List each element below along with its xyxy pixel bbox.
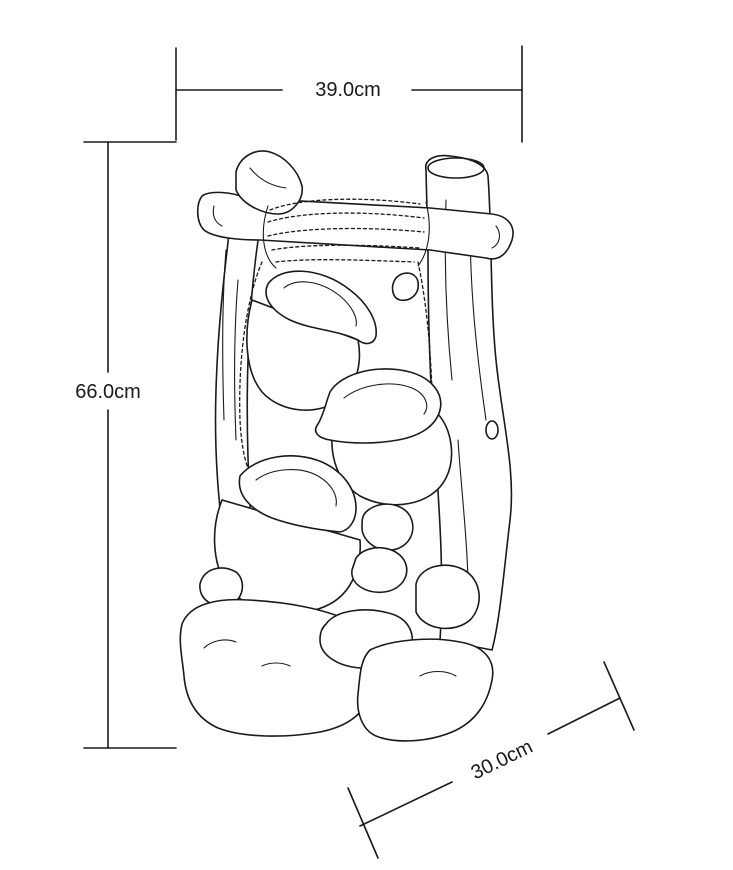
height-dimension: 66.0cm — [75, 141, 177, 749]
depth-line-right — [547, 697, 621, 735]
knot — [485, 420, 499, 440]
stone-2 — [351, 547, 408, 594]
rope-tag — [391, 272, 420, 302]
top-left-branch — [235, 150, 303, 215]
depth-ext-right — [603, 661, 635, 731]
pot-bottom-rim — [238, 455, 357, 533]
height-label: 66.0cm — [75, 381, 141, 403]
depth-line-left — [359, 781, 453, 827]
rope-bundle — [267, 198, 425, 263]
pot-top-rim — [265, 270, 377, 345]
depth-label: 30.0cm — [468, 736, 537, 785]
width-dimension: 39.0cm — [175, 45, 523, 143]
stone-right — [415, 564, 480, 630]
pot-top — [246, 299, 361, 411]
fountain-illustration — [179, 150, 514, 742]
width-label: 39.0cm — [315, 79, 381, 101]
stone-1 — [361, 503, 414, 551]
base-rock-right — [356, 638, 494, 742]
depth-ext-left — [347, 787, 379, 859]
